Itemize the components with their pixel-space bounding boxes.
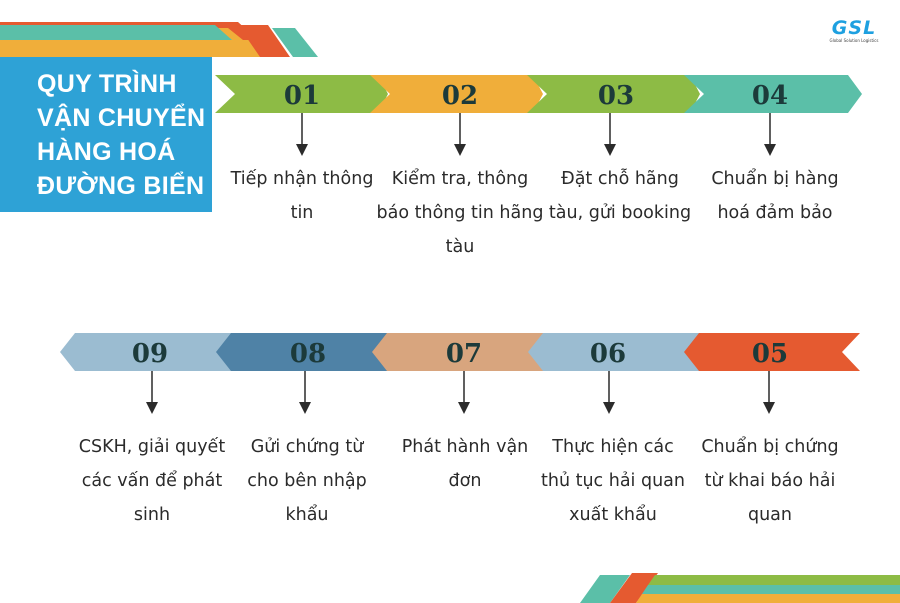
step-06-text-line: xuất khẩu xyxy=(569,505,657,525)
step-07-number: 07 xyxy=(446,339,482,369)
step-07-text-line: đơn xyxy=(448,471,482,491)
step-08-number: 08 xyxy=(290,339,326,369)
step-09-text: CSKH, giải quyết các vấn để phát sinh xyxy=(72,430,232,532)
step-05-text-line: từ khai báo hải xyxy=(704,471,836,491)
step-06-arrow xyxy=(528,333,707,371)
gsl-logo: GSL Global Solution Logistics xyxy=(822,18,886,43)
step-06-text-line: Thực hiện các xyxy=(552,437,674,457)
title-line-3: HÀNG HOÁ xyxy=(37,138,176,166)
step-04-arrow xyxy=(684,75,862,113)
step-04-text: Chuẩn bị hàng hoá đảm bảo xyxy=(700,162,850,230)
step-03-arrow xyxy=(527,75,700,113)
step-07-text-line: Phát hành vận xyxy=(401,437,529,457)
step-09-text-line: sinh xyxy=(133,505,171,525)
step-02-text-line: Kiểm tra, thông xyxy=(391,169,529,189)
step-08-text-line: khẩu xyxy=(285,505,329,525)
step-07-arrow xyxy=(372,333,551,371)
step-01-arrow xyxy=(215,75,388,113)
step-05-text: Chuẩn bị chứng từ khai báo hải quan xyxy=(694,430,846,532)
step-06-text-line: thủ tục hải quan xyxy=(541,471,685,491)
step-07-text: Phát hành vận đơn xyxy=(390,430,540,498)
logo-name: GSL xyxy=(831,17,877,39)
step-02-number: 02 xyxy=(442,81,478,111)
step-02-text-line: báo thông tin hãng xyxy=(376,203,544,223)
title-line-1: QUY TRÌNH xyxy=(37,70,177,98)
step-05-text-line: quan xyxy=(747,505,792,525)
step-02-arrow xyxy=(370,75,543,113)
step-05-arrow xyxy=(684,333,860,371)
step-03-text-line: tàu, gửi booking xyxy=(548,203,692,223)
step-08-text: Gửi chứng từ cho bên nhập khẩu xyxy=(232,430,382,532)
bottom-decor-stripes xyxy=(580,573,900,603)
step-05-number: 05 xyxy=(752,339,788,369)
step-01-text-line: Tiếp nhận thông xyxy=(230,169,374,189)
step-01-text: Tiếp nhận thông tin xyxy=(227,162,377,230)
logo-tagline: Global Solution Logistics xyxy=(829,38,879,43)
step-09-number: 09 xyxy=(132,339,168,369)
step-02-text: Kiểm tra, thông báo thông tin hãng tàu xyxy=(372,162,548,264)
step-06-text: Thực hiện các thủ tục hải quan xuất khẩu xyxy=(533,430,693,532)
step-04-number: 04 xyxy=(752,81,788,111)
step-01-text-line: tin xyxy=(290,203,314,223)
top-decor-stripes xyxy=(0,22,318,57)
step-03-number: 03 xyxy=(598,81,634,111)
title-line-4: ĐƯỜNG BIỂN xyxy=(37,172,205,200)
step-08-arrow xyxy=(216,333,395,371)
step-03-text-line: Đặt chỗ hãng xyxy=(561,169,679,189)
step-08-text-line: cho bên nhập xyxy=(247,471,367,491)
step-04-text-line: hoá đảm bảo xyxy=(717,203,833,223)
step-06-number: 06 xyxy=(590,339,626,369)
step-09-text-line: CSKH, giải quyết xyxy=(78,437,226,457)
step-08-text-line: Gửi chứng từ xyxy=(250,437,364,457)
step-05-text-line: Chuẩn bị chứng xyxy=(701,437,839,457)
step-03-text: Đặt chỗ hãng tàu, gửi booking xyxy=(540,162,700,230)
step-04-text-line: Chuẩn bị hàng xyxy=(711,169,839,189)
title-line-2: VẬN CHUYỂN xyxy=(37,104,206,132)
step-09-text-line: các vấn để phát xyxy=(81,471,223,491)
step-01-number: 01 xyxy=(284,81,320,111)
step-02-text-line: tàu xyxy=(445,237,475,257)
page-title-box: QUY TRÌNH VẬN CHUYỂN HÀNG HOÁ ĐƯỜNG BIỂN xyxy=(0,57,212,212)
step-09-arrow xyxy=(60,333,240,371)
